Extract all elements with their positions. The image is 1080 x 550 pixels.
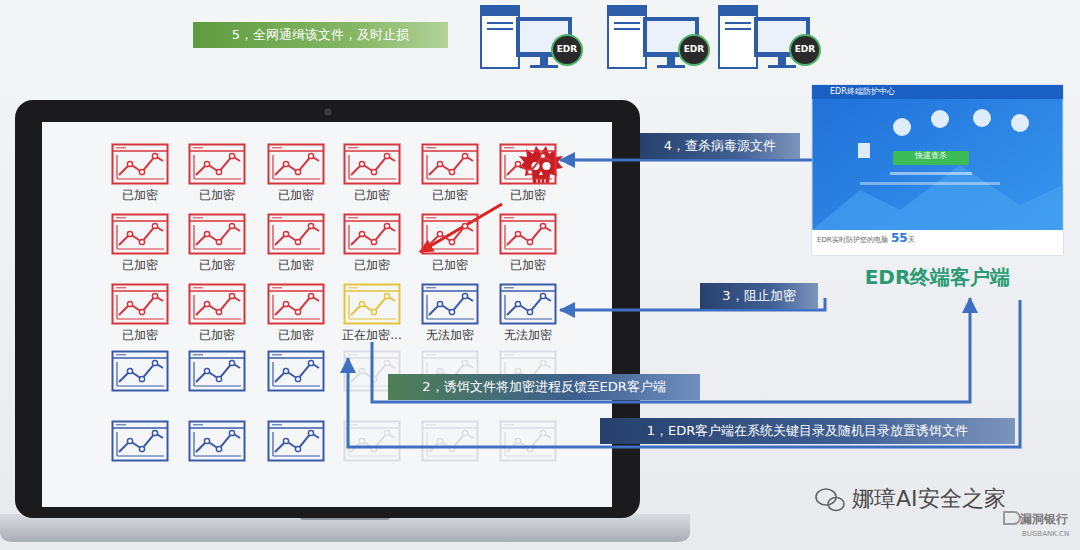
file-icon	[499, 143, 557, 185]
step-band: 5，全网通缉该文件，及时止损	[193, 22, 448, 48]
file-status: 已加密	[354, 188, 390, 202]
file-node: 已加密	[185, 213, 249, 272]
step-band: 1，EDR客户端在系统关键目录及随机目录放置诱饵文件	[600, 418, 1015, 444]
file-node: 已加密	[418, 143, 482, 202]
step1-arrow	[348, 300, 1020, 447]
file-status: 已加密	[278, 328, 314, 342]
file-node: 已加密	[108, 143, 172, 202]
file-node: 已加密	[340, 143, 404, 202]
file-icon	[421, 143, 479, 185]
file-icon	[267, 213, 325, 255]
edr-badge: EDR	[553, 44, 581, 55]
file-icon	[343, 213, 401, 255]
file-node: 已加密	[108, 213, 172, 272]
edr-client-screenshot	[812, 85, 1063, 255]
infection-arrow	[420, 204, 502, 252]
file-icon	[267, 283, 325, 325]
status-unit: 天	[908, 236, 915, 244]
file-icon	[111, 283, 169, 325]
watermark: 娜璋AI安全之家	[852, 486, 1006, 512]
file-node: 已加密	[496, 213, 560, 272]
flow-arrow	[372, 298, 970, 402]
file-icon	[343, 143, 401, 185]
edr-badge: EDR	[680, 44, 708, 55]
decoy-file-icons	[113, 352, 556, 461]
file-status: 已加密	[199, 258, 235, 272]
file-node: 已加密	[264, 213, 328, 272]
file-node: 已加密	[108, 283, 172, 342]
file-status: 已加密	[199, 188, 235, 202]
file-status: 已加密	[432, 258, 468, 272]
watermark: BUGBANK.CN	[1022, 530, 1069, 538]
file-status: 已加密	[122, 258, 158, 272]
step-band: 2，诱饵文件将加密进程反馈至EDR客户端	[388, 374, 700, 400]
scan-button-text: 快速查杀	[893, 151, 969, 161]
file-node: 无法加密	[496, 283, 560, 342]
file-icon	[499, 283, 557, 325]
file-status: 已加密	[510, 258, 546, 272]
file-icon	[499, 213, 557, 255]
file-status: 已加密	[432, 188, 468, 202]
file-status: 已加密	[199, 328, 235, 342]
file-icon	[421, 283, 479, 325]
file-node: 已加密	[340, 213, 404, 272]
wechat-icon	[816, 489, 844, 511]
days-number: 55	[891, 231, 908, 245]
file-node: 已加密	[185, 143, 249, 202]
watermark: 漏洞银行	[1020, 512, 1068, 526]
laptop	[0, 100, 690, 542]
window-title: EDR终端防护中心	[830, 87, 895, 97]
edr-badge: EDR	[791, 44, 819, 55]
file-node: 已加密	[185, 283, 249, 342]
file-status: 正在加密...	[342, 328, 401, 342]
file-status: 已加密	[278, 258, 314, 272]
file-status: 已加密	[510, 188, 546, 202]
file-status: 无法加密	[426, 328, 474, 342]
bugbank-logo	[1004, 512, 1020, 524]
client-heading: EDR终端客户端	[812, 265, 1063, 289]
file-icon	[188, 283, 246, 325]
file-node: 正在加密...	[339, 283, 405, 342]
edr-client-node: EDR终端防护中心快速查杀 EDR实时防护您的电脑55天 EDR终端客户端	[812, 85, 1063, 298]
server-icons	[481, 6, 820, 68]
file-status: 已加密	[122, 328, 158, 342]
file-node: 已加密	[264, 143, 328, 202]
file-icon	[111, 213, 169, 255]
file-status: 已加密	[278, 188, 314, 202]
file-node: 已加密	[418, 213, 482, 272]
step-band: 3，阻止加密	[700, 283, 818, 309]
file-status: 无法加密	[504, 328, 552, 342]
file-node: 已加密	[264, 283, 328, 342]
file-icon	[421, 213, 479, 255]
file-icon	[267, 143, 325, 185]
file-icon	[188, 213, 246, 255]
file-node: 已加密	[496, 143, 560, 202]
file-icon	[111, 143, 169, 185]
file-node: 无法加密	[418, 283, 482, 342]
step-band: 4，查杀病毒源文件	[640, 133, 800, 159]
file-icon	[188, 143, 246, 185]
file-status: 已加密	[122, 188, 158, 202]
status-text: EDR实时防护您的电脑	[817, 236, 888, 244]
file-status: 已加密	[354, 258, 390, 272]
file-icon	[343, 283, 401, 325]
